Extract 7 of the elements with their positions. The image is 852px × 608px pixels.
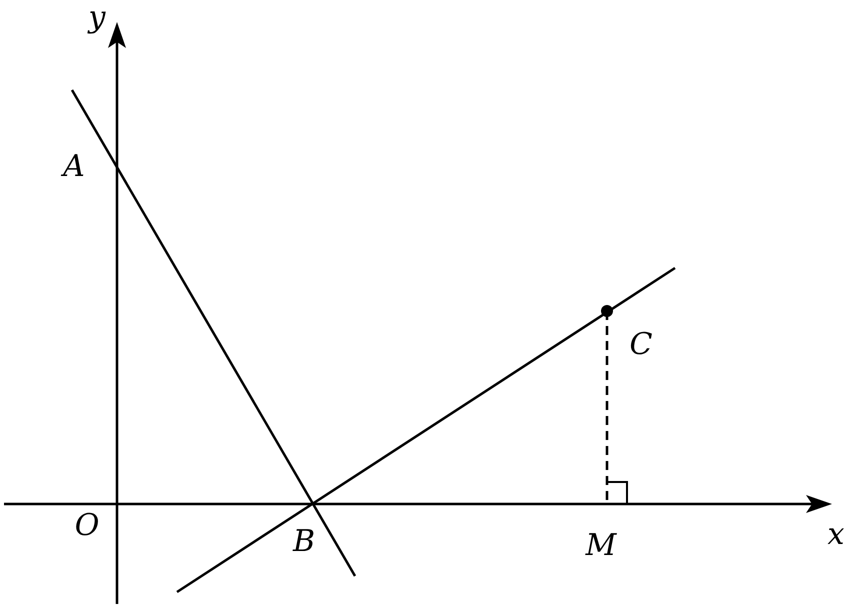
point-label: y — [88, 3, 106, 33]
point-label: M — [586, 531, 616, 561]
point-label: C — [630, 330, 652, 360]
point-label: A — [63, 152, 85, 182]
point-label: O — [74, 511, 100, 541]
point-label: B — [292, 527, 316, 557]
point-label: x — [828, 520, 844, 550]
